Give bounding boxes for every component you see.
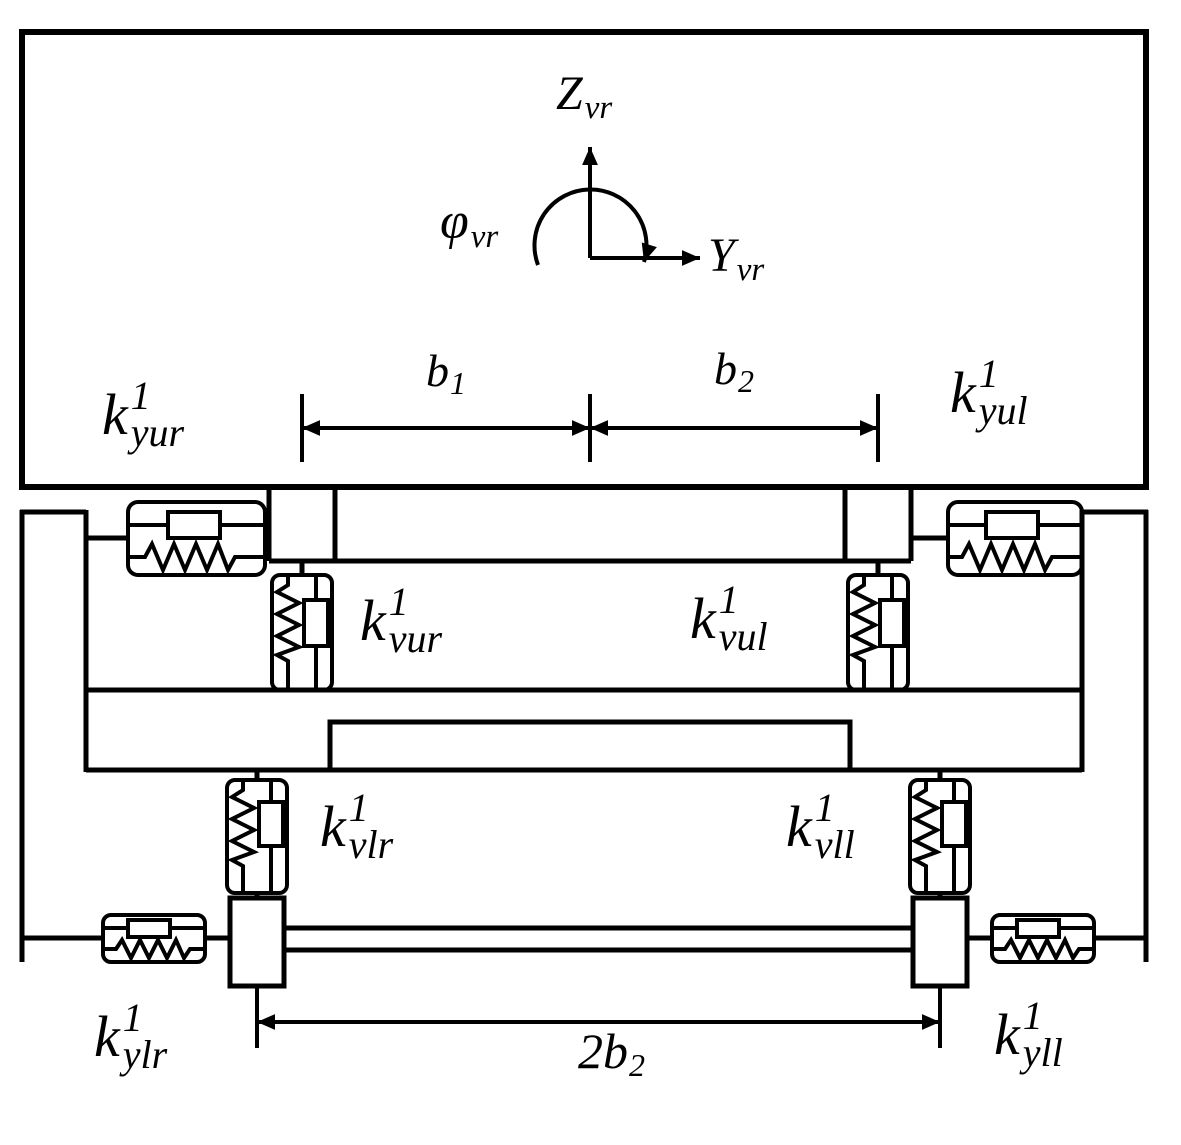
damper-body <box>166 510 222 540</box>
spring-coil <box>227 780 260 893</box>
dimension-b1-b2 <box>300 394 880 462</box>
damper-body <box>1015 918 1061 939</box>
damper-body <box>878 598 906 648</box>
unit-box <box>946 500 1084 577</box>
unit-box <box>126 500 267 577</box>
spring-damper-vll <box>908 770 972 898</box>
damper-body <box>257 800 285 848</box>
damper-body <box>940 800 968 848</box>
unit-box <box>846 573 910 692</box>
z-axis-subscript: vr <box>584 90 613 126</box>
spring-damper-vul <box>846 561 910 692</box>
dimension-2b2 <box>255 986 942 1048</box>
phi-symbol: φ <box>440 193 469 250</box>
car-body-outline <box>19 29 1149 490</box>
z-axis-symbol: Z <box>556 67 583 120</box>
journal-box-left <box>227 895 287 989</box>
spring-coil <box>910 780 943 893</box>
damper-body <box>126 918 172 939</box>
y-axis-symbol: Y <box>708 229 735 282</box>
journal-box-right <box>910 895 970 989</box>
coordinate-axes <box>532 147 700 266</box>
wheelset <box>22 895 1146 989</box>
spring-coil <box>272 575 305 690</box>
damper-body <box>984 510 1040 540</box>
bogie-frame <box>19 487 1149 962</box>
phi-subscript: vr <box>470 219 499 255</box>
spring-damper-yll <box>990 913 1096 964</box>
spring-coil <box>103 935 205 963</box>
rotation-arc-arrow <box>532 187 657 266</box>
spring-coil <box>948 538 1082 576</box>
y-axis-subscript: vr <box>736 252 765 288</box>
unit-box <box>101 913 207 964</box>
unit-box <box>270 573 334 692</box>
damper-body <box>302 598 330 648</box>
unit-box <box>908 778 972 895</box>
spring-damper-yur <box>126 500 267 577</box>
spring-coil <box>128 538 265 576</box>
spring-damper-yul <box>946 500 1084 577</box>
spring-coil <box>848 575 881 690</box>
spring-damper-ylr <box>101 913 207 964</box>
unit-box <box>990 913 1096 964</box>
spring-damper-vlr <box>225 770 289 898</box>
spring-coil <box>992 935 1094 963</box>
unit-box <box>225 778 289 895</box>
spring-damper-vur <box>270 561 334 692</box>
